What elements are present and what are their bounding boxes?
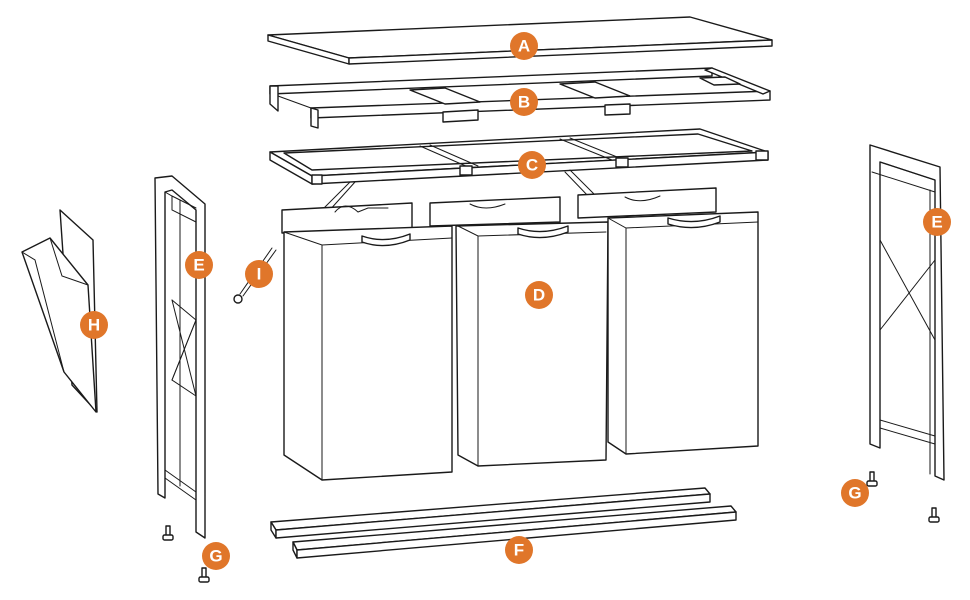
- part-b-upper-frame: [269, 67, 771, 129]
- badge-a: A: [510, 32, 538, 60]
- svg-text:F: F: [514, 541, 524, 560]
- part-d-laundry-bags: [281, 187, 759, 481]
- svg-text:E: E: [193, 256, 204, 275]
- badge-g-left: G: [202, 542, 230, 570]
- badge-f: F: [505, 536, 533, 564]
- svg-text:C: C: [526, 156, 538, 175]
- svg-text:G: G: [848, 484, 861, 503]
- part-g-feet-left: [162, 525, 210, 583]
- part-c-bag-frame: [269, 128, 769, 213]
- badge-i: I: [245, 260, 273, 288]
- badge-e-right: E: [923, 208, 951, 236]
- svg-text:G: G: [209, 547, 222, 566]
- badge-d: D: [525, 281, 553, 309]
- svg-text:E: E: [931, 213, 942, 232]
- svg-text:I: I: [257, 265, 262, 284]
- badge-g-right: G: [841, 479, 869, 507]
- svg-text:A: A: [518, 37, 530, 56]
- part-e-side-frame-left: [154, 175, 206, 539]
- badge-h: H: [80, 311, 108, 339]
- badge-c: C: [518, 151, 546, 179]
- badge-b: B: [510, 88, 538, 116]
- part-f-bottom-bars: [270, 487, 737, 559]
- svg-text:B: B: [518, 93, 530, 112]
- part-badges: A B C D E E F G: [80, 32, 951, 570]
- svg-text:D: D: [533, 286, 545, 305]
- svg-text:H: H: [88, 316, 100, 335]
- badge-e-left: E: [185, 251, 213, 279]
- part-h-side-pocket: [21, 209, 98, 413]
- part-e-side-frame-right: [869, 144, 945, 481]
- part-g-feet-right: [866, 471, 940, 523]
